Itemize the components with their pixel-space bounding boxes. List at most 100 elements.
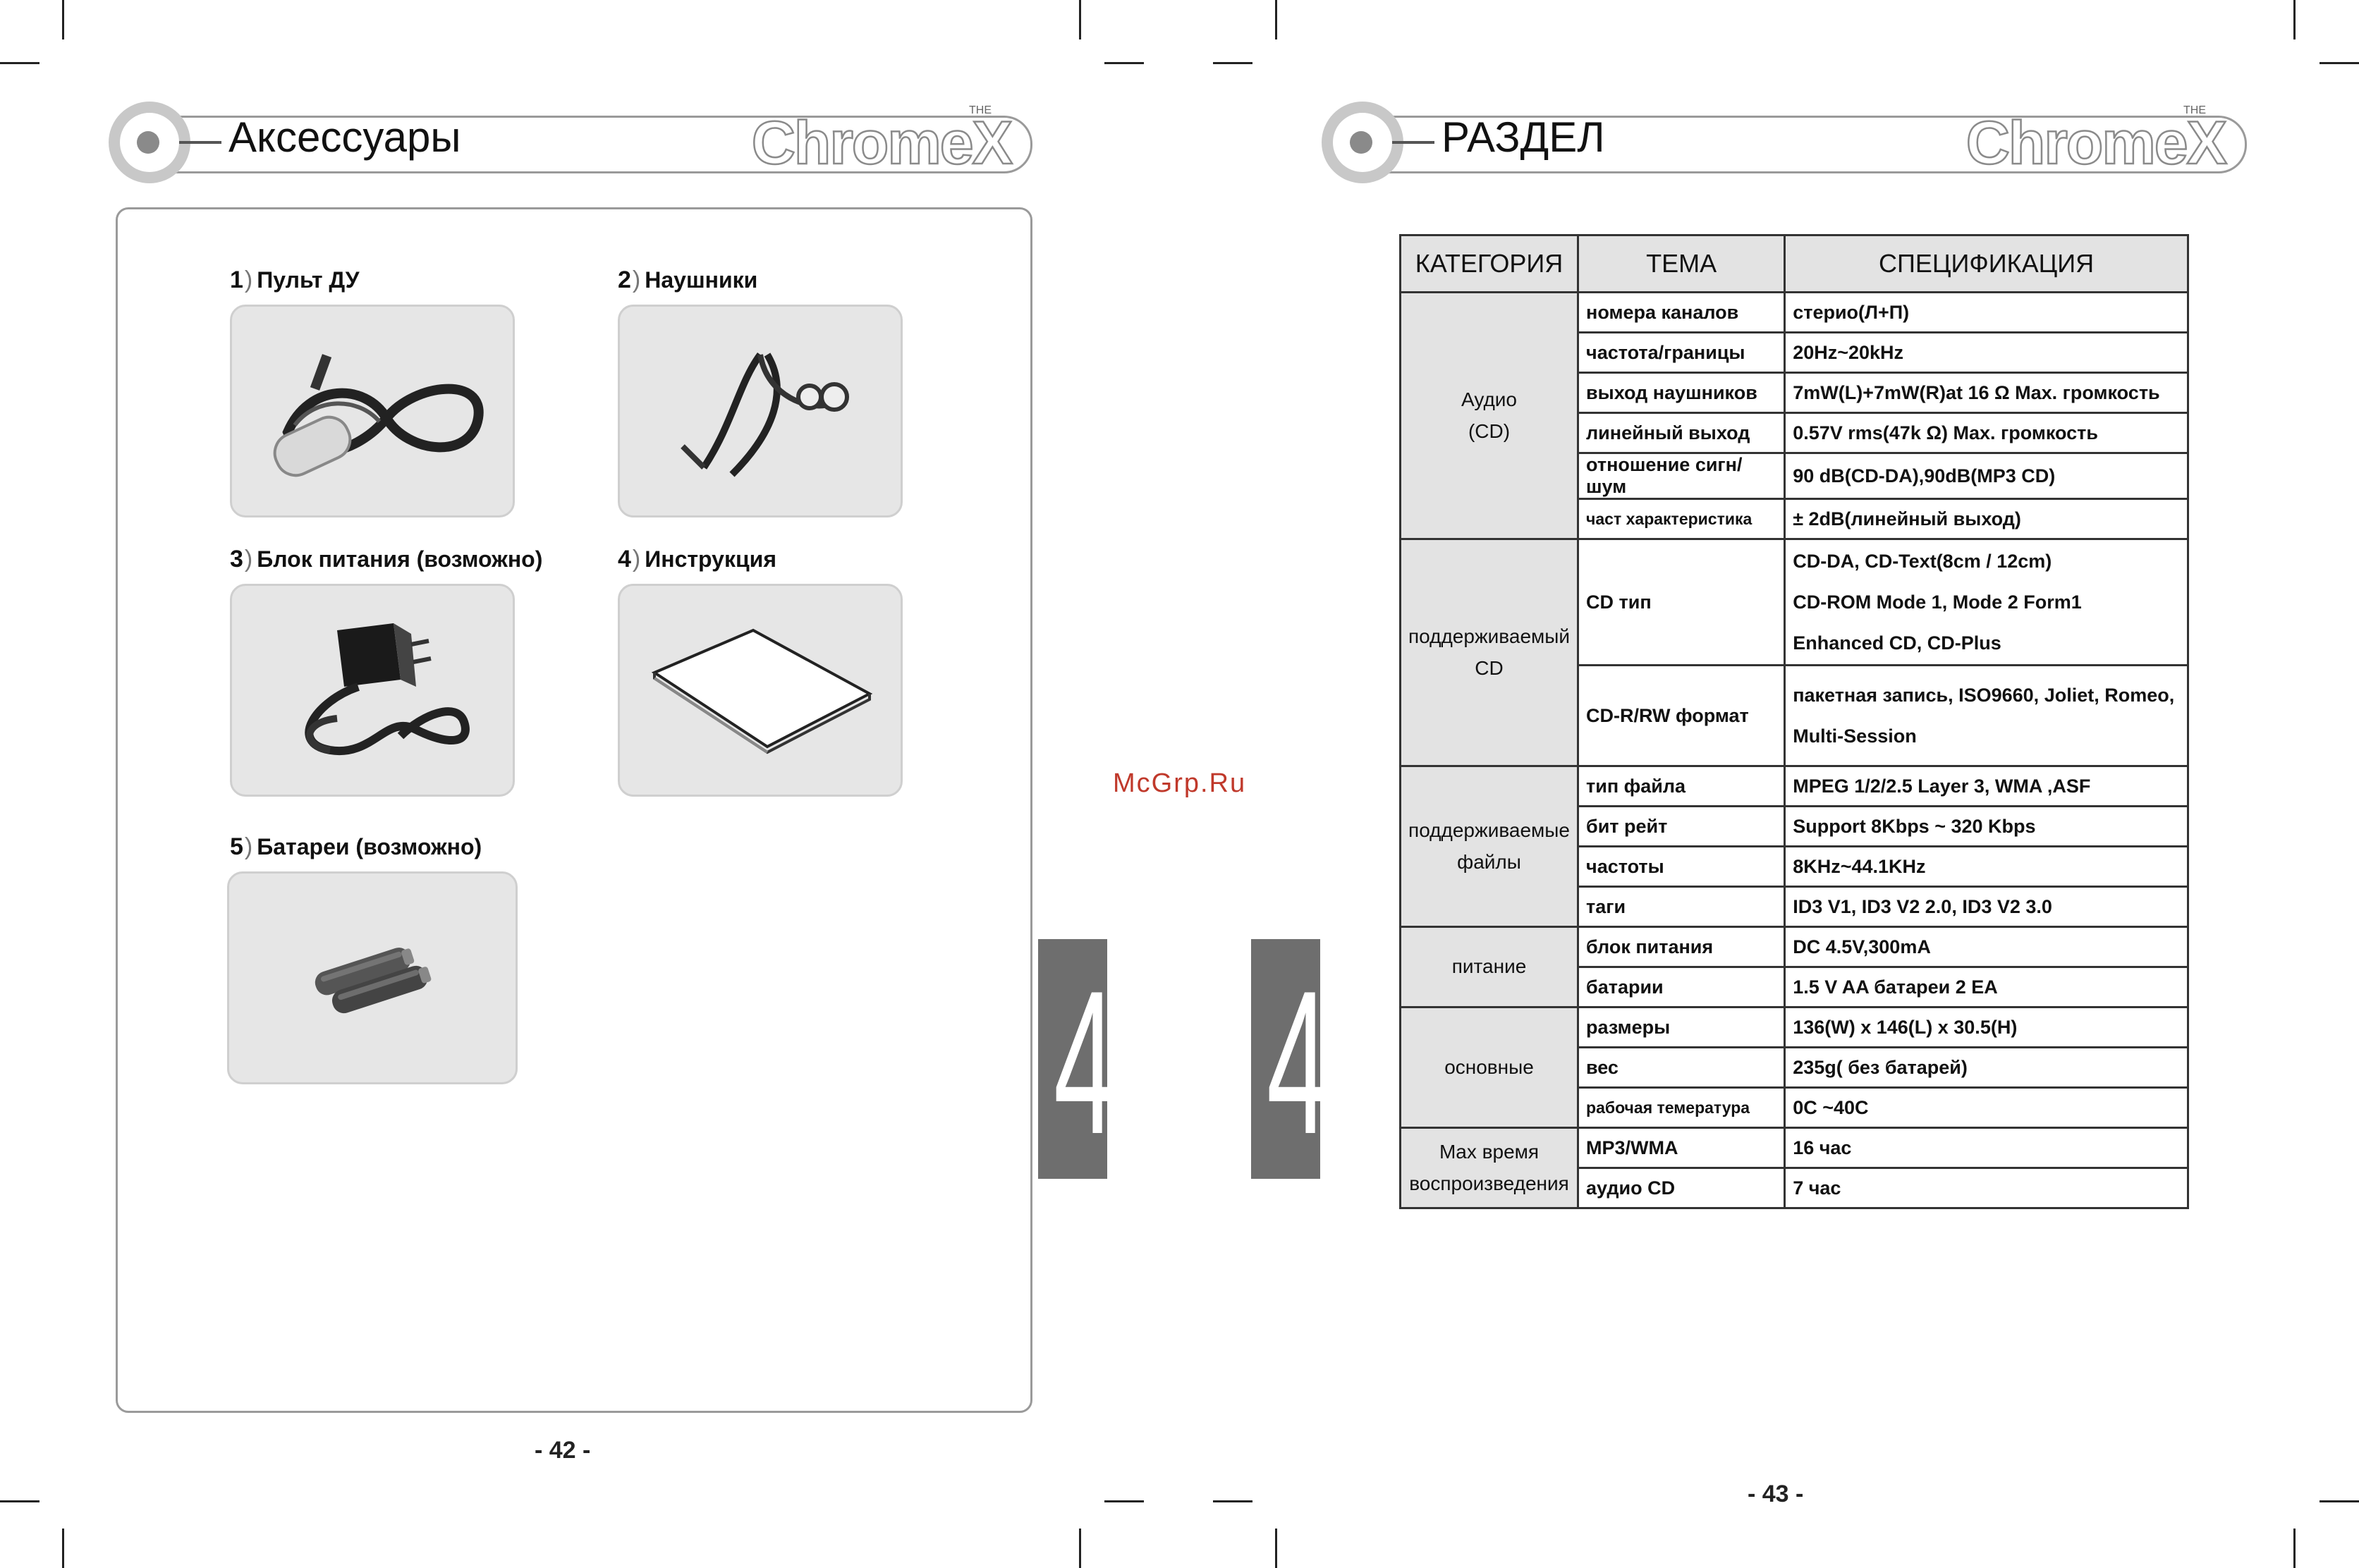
crop-mark [62,1529,64,1568]
value-cell: 90 dB(CD-DA),90dB(MP3 CD) [1784,452,2189,500]
watermark: McGrp.Ru [1113,768,1247,798]
header-line [179,141,221,144]
value-cell: 136(W) x 146(L) x 30.5(H) [1784,1006,2189,1048]
accessory-label: 4Инструкция [618,546,776,573]
left-page-header: Аксессуары THE ChromeX [109,102,1032,186]
batteries-image [227,871,518,1084]
topic-cell: частоты [1577,845,1786,888]
crop-mark [2293,1529,2296,1568]
topic-cell: таги [1577,886,1786,928]
category-audio: Аудио(CD) [1398,291,1580,540]
value-cell: 16 час [1784,1127,2189,1169]
value-cell: 0.57V rms(47k Ω) Max. громкость [1784,412,2189,454]
brand-sup: THE [969,104,992,116]
table-row: линейный выход 0.57V rms(47k Ω) Max. гро… [1401,412,2189,454]
crop-mark [2320,1500,2359,1502]
value-cell: 1.5 V AA батареи 2 EA [1784,966,2189,1008]
crop-mark [1079,1529,1081,1568]
page-title: Аксессуары [228,114,461,161]
header-circle-icon [1322,102,1403,183]
manual-image [618,584,903,797]
crop-mark [1275,0,1277,39]
header-spec: СПЕЦИФИКАЦИЯ [1784,234,2189,293]
table-row: рабочая темература 0C ~40C [1401,1086,2189,1129]
topic-cell: выход наушников [1577,372,1786,414]
topic-cell: отношение сигн/шум [1577,452,1786,500]
table-row: батарии 1.5 V AA батареи 2 EA [1401,966,2189,1008]
accessory-label: 5Батареи (возможно) [230,833,482,861]
header-topic: ТЕМА [1577,234,1786,293]
value-cell: 7 час [1784,1167,2189,1209]
crop-mark [0,62,39,64]
crop-mark [2320,62,2359,64]
crop-mark [1213,1500,1252,1502]
topic-cell: бит рейт [1577,805,1786,847]
topic-cell: CD тип [1577,538,1786,666]
value-cell: Support 8Kbps ~ 320 Kbps [1784,805,2189,847]
crop-mark [62,0,64,39]
page-title: РАЗДЕЛ [1441,114,1605,161]
table-row: Аудио(CD) номера каналов стерио(Л+П) [1398,291,2189,540]
table-row: выход наушников 7mW(L)+7mW(R)at 16 Ω Max… [1401,372,2189,414]
crop-mark [1104,62,1144,64]
header-bar [1364,116,2247,173]
accessory-label: 1Пульт ДУ [230,267,359,294]
section-tab-number: 4 [1054,960,1107,1165]
topic-cell: тип файла [1577,765,1786,807]
batteries-icon [315,948,432,1014]
crop-mark [2293,0,2296,39]
category-power: питание [1398,926,1580,1008]
table-header-row: КАТЕГОРИЯ ТЕМА СПЕЦИФИКАЦИЯ [1398,234,2189,293]
table-row: вес 235g( без батарей) [1401,1046,2189,1089]
value-cell: пакетная запись, ISO9660, Joliet, Romeo,… [1784,664,2189,767]
value-cell: стерио(Л+П) [1784,291,2189,333]
power-adapter-image [230,584,515,797]
table-row: частота/границы 20Hz~20kHz [1401,331,2189,374]
value-cell: 235g( без батарей) [1784,1046,2189,1089]
value-cell: 0C ~40C [1784,1086,2189,1129]
value-cell: MPEG 1/2/2.5 Layer 3, WMA ,ASF [1784,765,2189,807]
remote-control-icon [273,354,484,477]
accessory-label: 2Наушники [618,267,757,294]
crop-mark [1079,0,1081,39]
section-tab-number: 4 [1267,960,1320,1165]
table-row: аудио CD 7 час [1401,1167,2189,1209]
headphones-icon [681,353,849,477]
manual-book-icon [651,628,873,754]
topic-cell: блок питания [1577,926,1786,968]
topic-cell: батарии [1577,966,1786,1008]
header-category: КАТЕГОРИЯ [1398,234,1580,293]
topic-cell: номера каналов [1577,291,1786,333]
value-cell: DC 4.5V,300mA [1784,926,2189,968]
section-tab-right: 4 [1251,939,1320,1179]
value-cell: ± 2dB(линейный выход) [1784,498,2189,540]
page-number-left: - 42 - [535,1437,591,1464]
value-cell: 20Hz~20kHz [1784,331,2189,374]
table-row: основные размеры 136(W) x 146(L) x 30.5(… [1398,1006,2189,1129]
value-cell: ID3 V1, ID3 V2 2.0, ID3 V2 3.0 [1784,886,2189,928]
topic-cell: рабочая темература [1577,1086,1786,1129]
topic-cell: вес [1577,1046,1786,1089]
spec-table: КАТЕГОРИЯ ТЕМА СПЕЦИФИКАЦИЯ Аудио(CD) но… [1398,234,2189,1209]
topic-cell: CD-R/RW формат [1577,664,1786,767]
table-row: частоты 8KHz~44.1KHz [1401,845,2189,888]
topic-cell: частота/границы [1577,331,1786,374]
table-row: част характеристика ± 2dB(линейный выход… [1401,498,2189,540]
section-tab-left: 4 [1038,939,1107,1179]
brand-logo: ChromeX [750,109,1013,178]
table-row: CD-R/RW формат пакетная запись, ISO9660,… [1401,664,2189,767]
value-cell: 8KHz~44.1KHz [1784,845,2189,888]
table-row: бит рейт Support 8Kbps ~ 320 Kbps [1401,805,2189,847]
topic-cell: линейный выход [1577,412,1786,454]
crop-mark [0,1500,39,1502]
header-line [1392,141,1434,144]
crop-mark [1213,62,1252,64]
power-adapter-icon [305,623,470,756]
table-row: отношение сигн/шум 90 dB(CD-DA),90dB(MP3… [1401,452,2189,500]
value-cell: 7mW(L)+7mW(R)at 16 Ω Max. громкость [1784,372,2189,414]
